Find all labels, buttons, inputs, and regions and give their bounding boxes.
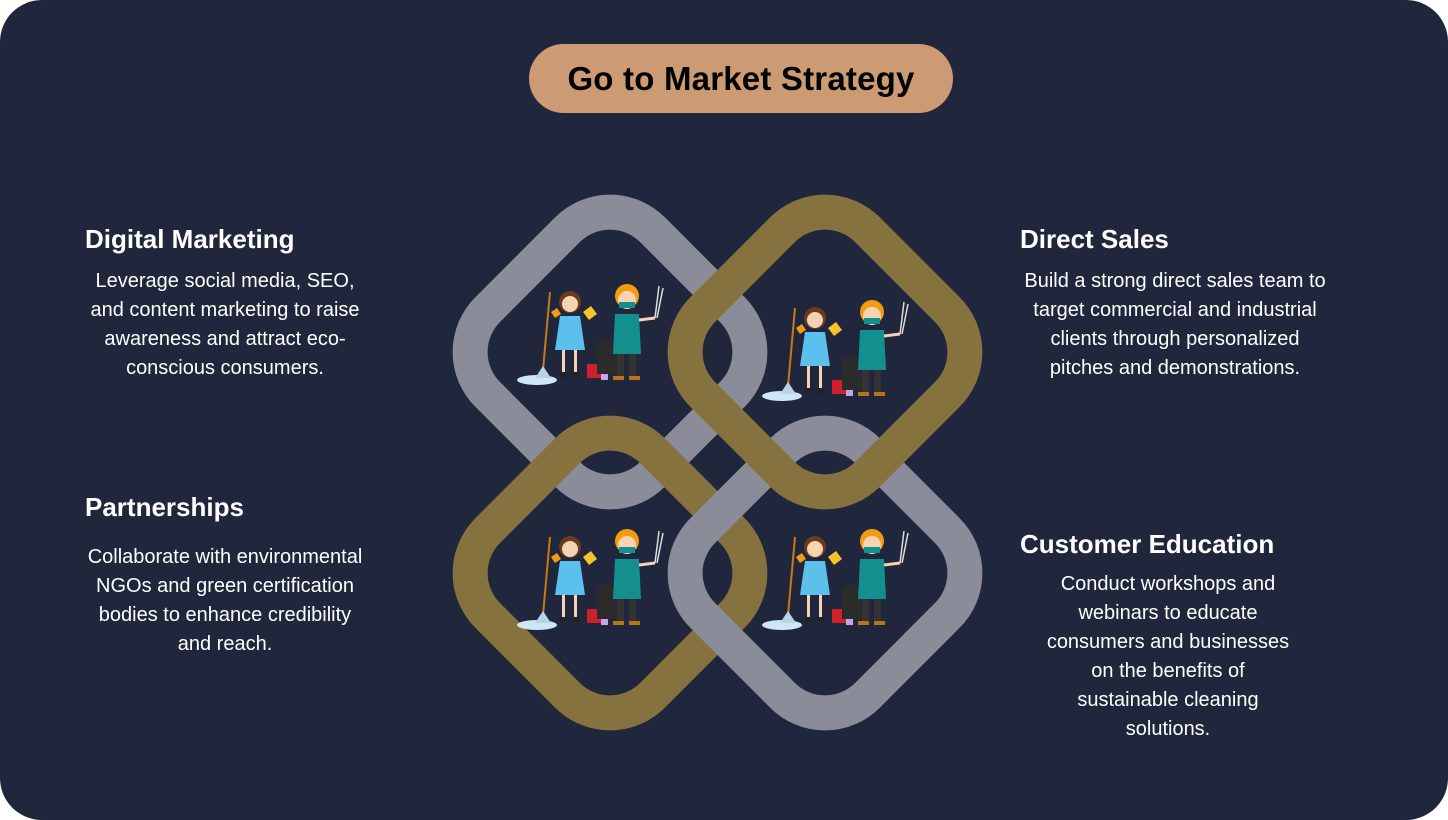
text-line: bodies to enhance credibility <box>98 604 352 626</box>
text-line: sustainable cleaning <box>1077 689 1259 711</box>
text-line: Build a strong direct sales team to <box>1024 270 1326 292</box>
text-line: Conduct workshops and <box>1060 573 1276 595</box>
text-line: Collaborate with environmental <box>87 546 363 568</box>
text-line: on the benefits of <box>1091 660 1245 682</box>
text-line: and content marketing to raise <box>90 299 360 321</box>
text-line: and reach. <box>177 633 273 655</box>
text-line: awareness and attract eco- <box>104 328 346 350</box>
ring-bottom-left <box>452 415 768 731</box>
cleaning-crew-illustration-4 <box>760 527 910 632</box>
page-title: Go to Market Strategy <box>567 59 915 97</box>
customer-education-text: Conduct workshops and webinars to educat… <box>983 570 1353 744</box>
text-line: consumers and businesses <box>1046 631 1290 653</box>
cleaning-crew-illustration-3 <box>515 527 665 632</box>
text-line: webinars to educate <box>1078 602 1258 624</box>
ring-top-right <box>667 194 983 510</box>
direct-sales-text: Build a strong direct sales team to targ… <box>985 267 1365 383</box>
digital-marketing-heading: Digital Marketing <box>85 224 295 254</box>
partnerships-text: Collaborate with environmental NGOs and … <box>40 543 410 659</box>
text-line: pitches and demonstrations. <box>1049 357 1301 379</box>
title-pill: Go to Market Strategy <box>529 44 953 113</box>
cleaning-crew-illustration-1 <box>515 282 665 387</box>
ring-top-left <box>452 194 768 510</box>
text-line: NGOs and green certification <box>96 575 354 597</box>
text-line: target commercial and industrial <box>1033 299 1317 321</box>
customer-education-heading: Customer Education <box>1020 529 1275 559</box>
direct-sales-heading: Direct Sales <box>1020 224 1169 254</box>
text-line: clients through personalized <box>1050 328 1300 350</box>
digital-marketing-text: Leverage social media, SEO, and content … <box>40 267 410 383</box>
text-line: solutions. <box>1125 718 1211 740</box>
text-line: Leverage social media, SEO, <box>95 270 355 292</box>
cleaning-crew-illustration-2 <box>760 298 910 403</box>
ring-bottom-right <box>667 415 983 731</box>
partnerships-heading: Partnerships <box>85 492 244 522</box>
text-line: conscious consumers. <box>126 357 324 379</box>
